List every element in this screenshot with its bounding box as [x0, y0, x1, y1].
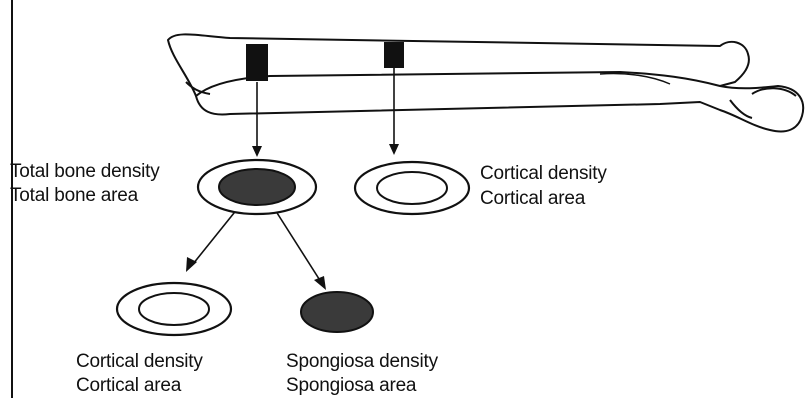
- spongiosa-cross-section: [301, 292, 373, 332]
- label-total-bone-density: Total bone density: [10, 160, 160, 183]
- label-cortical-density-bottom: Cortical density: [76, 350, 203, 373]
- band-total: [246, 44, 268, 81]
- band-cortical: [384, 42, 404, 68]
- cortical-cross-section-top: [355, 162, 469, 214]
- label-cortical-area-bottom: Cortical area: [76, 374, 181, 397]
- cortical-cross-section-bottom: [117, 283, 231, 335]
- label-cortical-area-right: Cortical area: [480, 187, 585, 210]
- label-total-bone-area: Total bone area: [10, 184, 138, 207]
- total-bone-cross-section: [198, 160, 316, 214]
- label-spongiosa-area: Spongiosa area: [286, 374, 416, 397]
- label-spongiosa-density: Spongiosa density: [286, 350, 438, 373]
- label-cortical-density-right: Cortical density: [480, 162, 607, 185]
